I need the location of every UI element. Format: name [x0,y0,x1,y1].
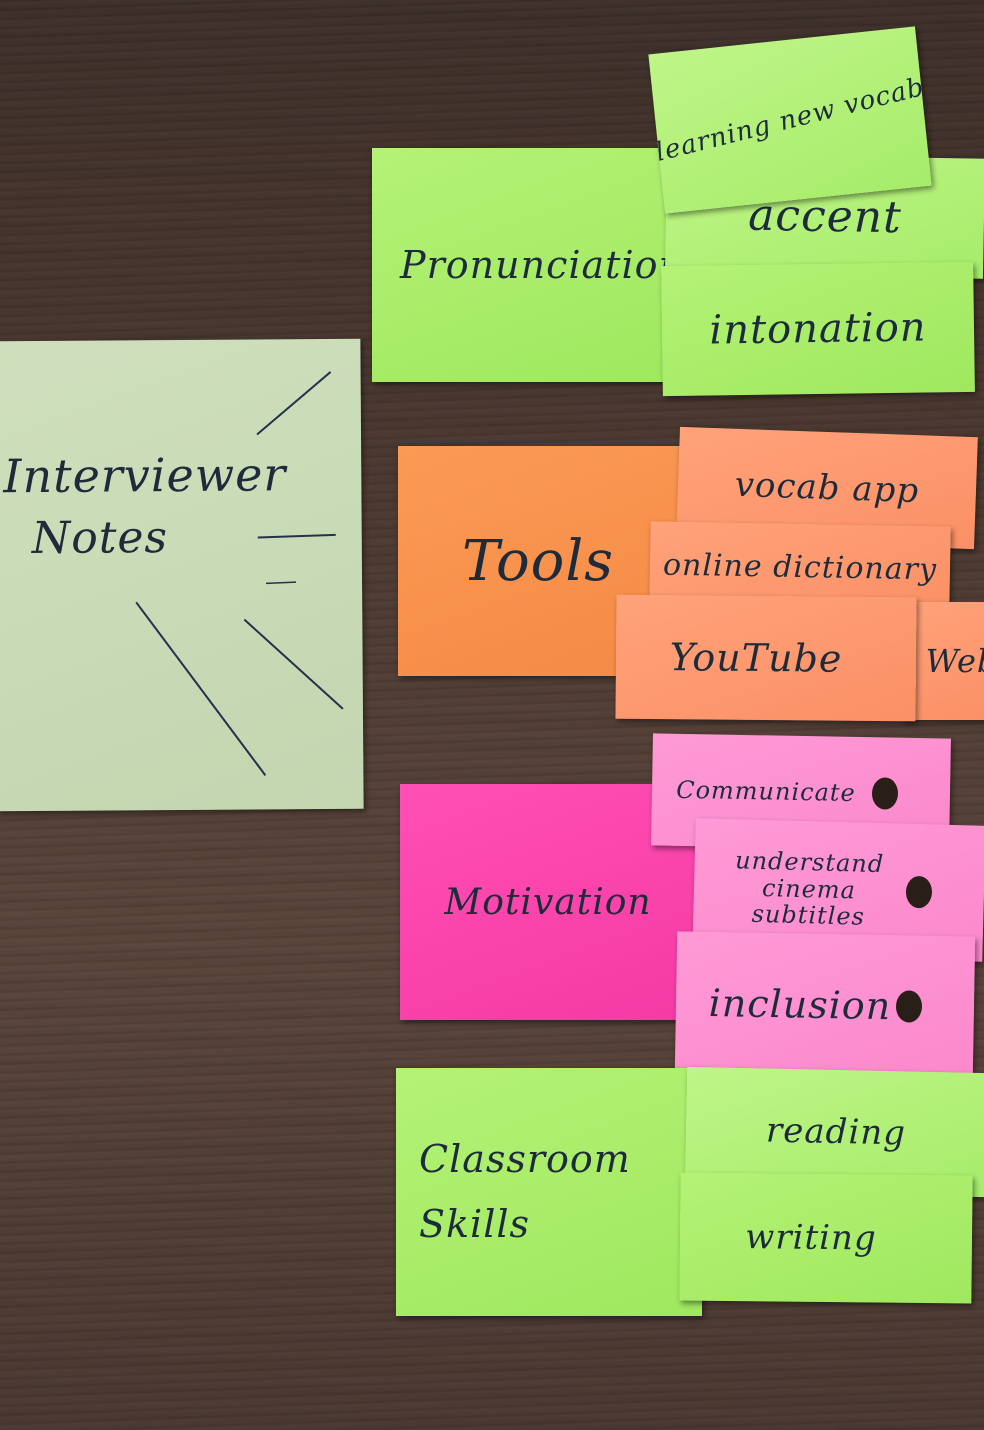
item-label: online dictionary [662,547,938,587]
item-label: inclusion [708,980,892,1029]
punched-hole [871,777,899,810]
item-inclusion: inclusion [674,931,976,1079]
item-label: writing [745,1217,877,1259]
item-label: YouTube [669,635,843,681]
pen-strokes [135,371,344,776]
interviewer-notes-note: Interviewer Notes [0,338,364,812]
category-label: Classroom Skills [419,1137,631,1246]
category-pronunciation: Pronunciation [372,148,672,382]
item-label: understand cinema subtitles [734,846,885,931]
notes-label: Notes [31,512,169,565]
interviewer-label: Interviewer [3,447,287,504]
category-label: Tools [461,528,615,594]
item-youtube: YouTube [615,594,917,722]
item-label: vocab app [734,464,920,512]
category-label: Motivation [444,881,652,923]
category-label: Pronunciation [400,243,672,287]
punched-hole [905,875,933,909]
item-learning-new-vocab: learning new vocab [648,26,932,214]
item-label: learning new vocab [652,72,928,168]
category-classroom-skills: Classroom Skills [396,1068,702,1316]
item-writing: writing [679,1172,973,1304]
item-intonation: intonation [661,261,975,397]
category-tools: Tools [398,446,688,676]
item-label: Communicate [676,775,856,807]
item-label: intonation [709,304,927,354]
item-label: Web [925,642,984,680]
category-motivation: Motivation [400,784,696,1020]
punched-hole [895,990,923,1023]
item-label: reading [765,1110,907,1154]
